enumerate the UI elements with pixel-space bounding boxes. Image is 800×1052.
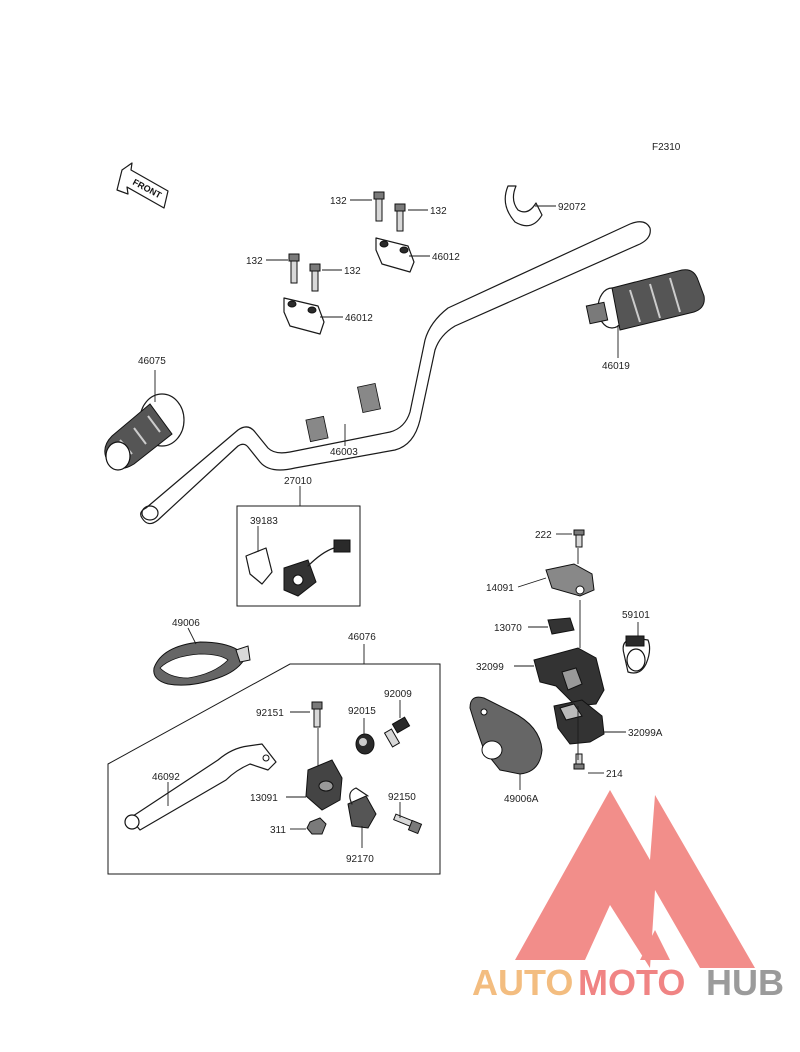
label-214: 214 [606,769,623,780]
cover-14091 [545,563,595,597]
handlebar [140,221,651,525]
leader-lines [154,199,639,848]
label-92170: 92170 [346,854,374,865]
front-label: FRONT [131,177,164,201]
bar-knurl-left [305,415,329,443]
clip-92072 [504,185,543,227]
label-13070: 13070 [494,623,522,634]
label-132-c: 132 [246,256,263,267]
bolt-92150 [393,813,423,835]
screw-222 [573,529,585,548]
clamp-46012-upper [375,237,415,273]
label-32099A: 32099A [628,728,663,739]
label-39183: 39183 [250,516,278,527]
screw-214 [573,753,585,770]
bolt-132-lower-left [288,253,300,284]
front-arrow-icon: FRONT [116,162,169,209]
bolt-132-upper-left [373,191,385,222]
label-46003: 46003 [330,447,358,458]
nut-311 [306,817,327,835]
part-labels: 132 132 132 132 92072 46012 46012 46019 … [138,196,663,865]
label-311: 311 [270,825,286,836]
watermark-triangle-icon [515,790,755,968]
grip-right-46019 [585,269,705,331]
label-92009: 92009 [384,689,412,700]
guide-13070 [547,617,575,635]
label-46076: 46076 [348,632,376,643]
bolt-132-upper-right [394,203,406,232]
switch-assembly-box [236,505,361,607]
grip-left-46075 [104,393,185,471]
label-46012-a: 46012 [432,252,460,263]
label-59101: 59101 [622,610,650,621]
label-132-d: 132 [344,266,361,277]
switch-27010 [245,539,351,597]
label-27010: 27010 [284,476,312,487]
watermark-text-3: HUB [706,962,784,1003]
label-46012-b: 46012 [345,313,373,324]
label-32099: 32099 [476,662,504,673]
lever-assembly-box [107,663,441,875]
bolt-132-lower-right [309,263,321,292]
label-14091: 14091 [486,583,514,594]
label-132-b: 132 [430,206,447,217]
label-92015: 92015 [348,706,376,717]
label-13091: 13091 [250,793,278,804]
figure-code: F2310 [652,142,681,153]
cable-adjuster-92009 [383,716,411,748]
label-92151: 92151 [256,708,284,719]
bolt-92151 [311,701,323,728]
lever-46092 [124,743,277,831]
label-132-a: 132 [330,196,347,207]
watermark-logo: AUTO MOTO HUB [472,790,784,1003]
guard-49006A [469,696,543,775]
bar-knurl-right [357,382,381,414]
watermark-text-1: AUTO [472,962,573,1003]
label-46019: 46019 [602,361,630,372]
housing-32099 [533,647,605,707]
label-49006A: 49006A [504,794,539,805]
label-46075: 46075 [138,356,166,367]
holder-13091 [305,759,343,811]
clamp-46012-lower [283,297,325,335]
cable-holder-59101 [622,635,651,674]
label-49006: 49006 [172,618,200,629]
adjuster-92015 [355,733,375,755]
handguard-49006 [153,641,251,686]
housing-32099A [553,699,605,745]
label-92150: 92150 [388,792,416,803]
clamp-92170 [347,787,377,829]
label-222: 222 [535,530,552,541]
label-46092: 46092 [152,772,180,783]
label-92072: 92072 [558,202,586,213]
watermark-text-2: MOTO [578,962,685,1003]
